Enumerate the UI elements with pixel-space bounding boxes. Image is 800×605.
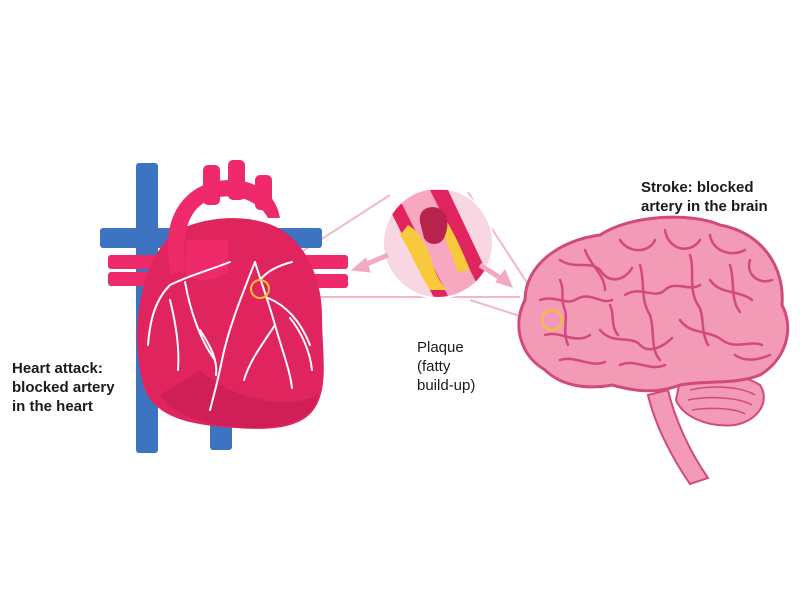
heart-label-line-3: in the heart <box>12 398 93 415</box>
aorta-branch-3 <box>255 175 272 210</box>
aorta-branch-2 <box>228 160 245 200</box>
brain-illustration <box>517 215 790 486</box>
stroke-label-line-2: artery in the brain <box>641 198 768 215</box>
arrow-left-icon <box>350 257 371 273</box>
brain-folds <box>538 228 774 369</box>
direction-arrows <box>350 252 513 288</box>
plaque-label-line-2: (fatty <box>417 358 451 375</box>
plaque-label-line-1: Plaque <box>417 339 464 356</box>
aorta-descending <box>186 240 228 280</box>
cerebrum <box>517 215 790 393</box>
coronary-arteries <box>147 261 313 411</box>
aorta-branch-1 <box>203 165 220 205</box>
stroke-label-line-1: Stroke: blocked <box>641 179 754 196</box>
heart-illustration <box>100 160 348 453</box>
heart-blockage-marker <box>250 279 270 299</box>
heart-attack-label: Heart attack: blocked artery in the hear… <box>12 359 115 416</box>
plaque-label: Plaque (fatty build-up) <box>417 338 475 395</box>
heart-body <box>137 218 324 429</box>
aorta-icon <box>167 180 280 275</box>
brainstem <box>646 388 710 486</box>
heart-label-line-1: Heart attack: <box>12 360 103 377</box>
heart-shade <box>160 370 318 428</box>
plaque-label-line-3: build-up) <box>417 377 476 394</box>
heart-label-line-2: blocked artery <box>12 379 115 396</box>
arrow-right-icon <box>495 268 513 288</box>
brain-blockage-marker <box>541 309 563 331</box>
artery-cross-section <box>382 187 494 299</box>
stroke-label: Stroke: blocked artery in the brain <box>641 178 768 216</box>
plaque-deposit <box>400 225 446 290</box>
clot-icon <box>419 207 448 244</box>
pulmonary-vessel-icon <box>108 255 348 288</box>
